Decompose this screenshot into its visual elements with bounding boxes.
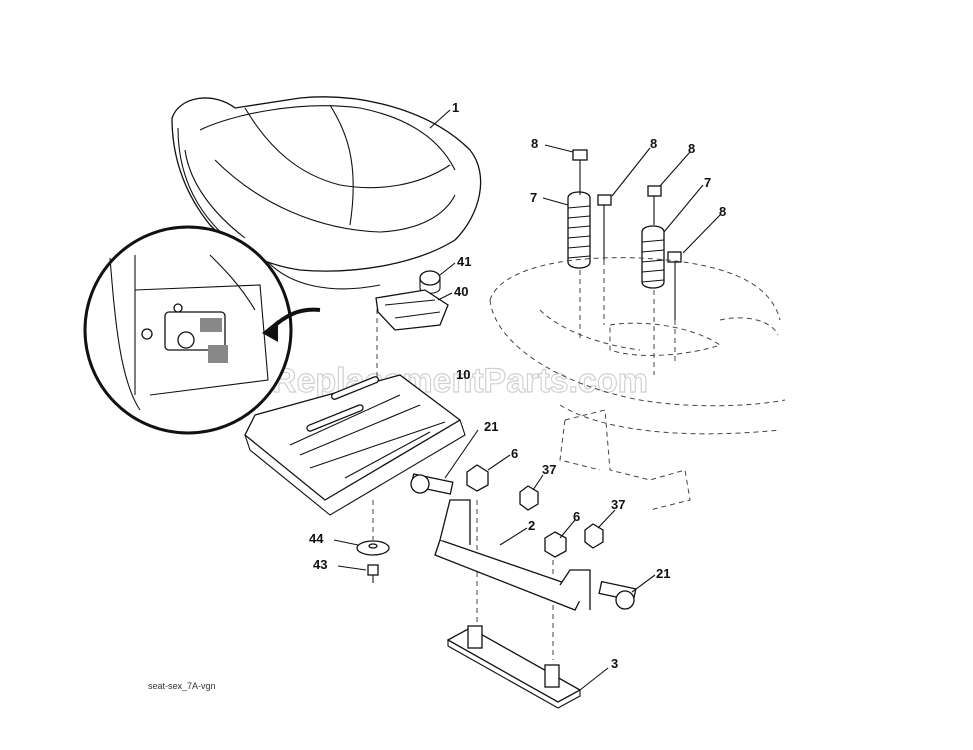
- callout-43: 43: [313, 557, 327, 572]
- callout-7-b: 7: [704, 175, 711, 190]
- callout-3: 3: [611, 656, 618, 671]
- mounting-bracket-dashed: [559, 409, 691, 511]
- spring-right-part-7: [641, 225, 665, 289]
- bolt-part-21-right: [598, 580, 637, 610]
- callout-8-a: 8: [531, 136, 538, 151]
- callout-8-c: 8: [688, 141, 695, 156]
- nuts-part-6: [466, 464, 567, 558]
- hinge-bracket-part-2: [434, 499, 591, 611]
- bolt-part-43: [367, 564, 379, 583]
- callout-7-a: 7: [530, 190, 537, 205]
- seat-plate-part-10: [244, 374, 466, 516]
- callout-8-b: 8: [650, 136, 657, 151]
- fender-outline: [489, 257, 786, 435]
- callout-41: 41: [457, 254, 471, 269]
- callout-8-d: 8: [719, 204, 726, 219]
- callout-37-b: 37: [611, 497, 625, 512]
- spring-left-part-7: [567, 191, 591, 269]
- alignment-dashed-lines: [372, 260, 676, 660]
- callout-1: 1: [452, 100, 459, 115]
- callout-6-a: 6: [511, 446, 518, 461]
- callout-labels: 1 8 8 8 8 7 7 41 40 10 21 6 37 2 6 37 21…: [309, 100, 726, 671]
- callout-44: 44: [309, 531, 324, 546]
- callout-21-b: 21: [656, 566, 670, 581]
- watermark-text: eReplacementParts.com: [253, 362, 648, 400]
- bolt-part-21-left: [410, 473, 454, 495]
- callout-37-a: 37: [542, 462, 556, 477]
- base-plate-part-3: [446, 625, 582, 709]
- callout-10: 10: [456, 367, 470, 382]
- latch-part-40: [375, 289, 449, 331]
- callout-40: 40: [454, 284, 468, 299]
- seat-part-1: [171, 96, 482, 290]
- leader-lines: [333, 109, 721, 691]
- locknuts-part-37: [519, 485, 604, 549]
- callout-6-b: 6: [573, 509, 580, 524]
- detail-inset: [83, 225, 321, 435]
- bolts-part-8: [572, 149, 682, 320]
- washer-part-44: [356, 540, 390, 556]
- drawing-code: seat-sex_7A-vgn: [148, 681, 216, 691]
- callout-2: 2: [528, 518, 535, 533]
- callout-21-a: 21: [484, 419, 498, 434]
